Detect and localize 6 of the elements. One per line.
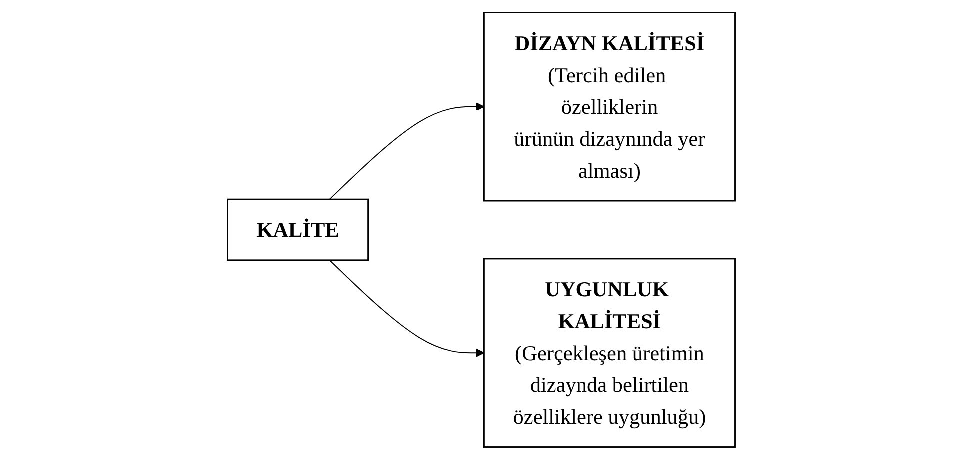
node-box bbox=[482, 12, 736, 202]
node-box bbox=[482, 258, 736, 448]
diagram: KALİTE DİZAYN KALİTESİ (Tercih edilen özelliklerin ürünün dizaynında yer alması) UYGUNLUK KALİTESİ (Gerçekleşen üretimin dizaynda belirtilen özelliklere uygunluğu) bbox=[220, 4, 742, 454]
node-box bbox=[226, 198, 369, 261]
arrow bbox=[328, 102, 484, 200]
arrow bbox=[328, 259, 484, 357]
